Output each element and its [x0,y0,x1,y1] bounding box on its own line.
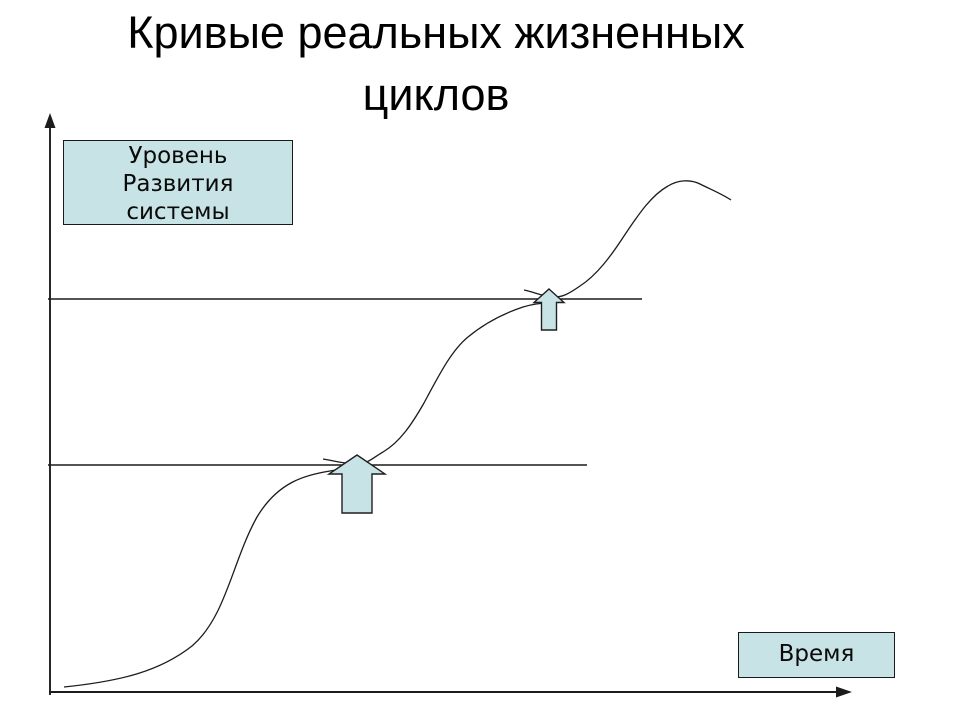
x-axis-label-box: Время [738,632,895,678]
slide-title: Кривые реальных жизненных циклов [127,7,745,121]
y-axis-arrowhead-icon [44,113,56,128]
x-axis-arrowhead-icon [836,686,852,698]
up-arrow-icon-2 [532,288,566,331]
y-axis-label-box: Уровень Развития системы [63,140,293,225]
s-curve-3 [523,180,732,298]
up-arrow-icon-1 [326,454,388,514]
s-curve-2 [322,302,557,465]
s-curve-1 [63,467,371,688]
